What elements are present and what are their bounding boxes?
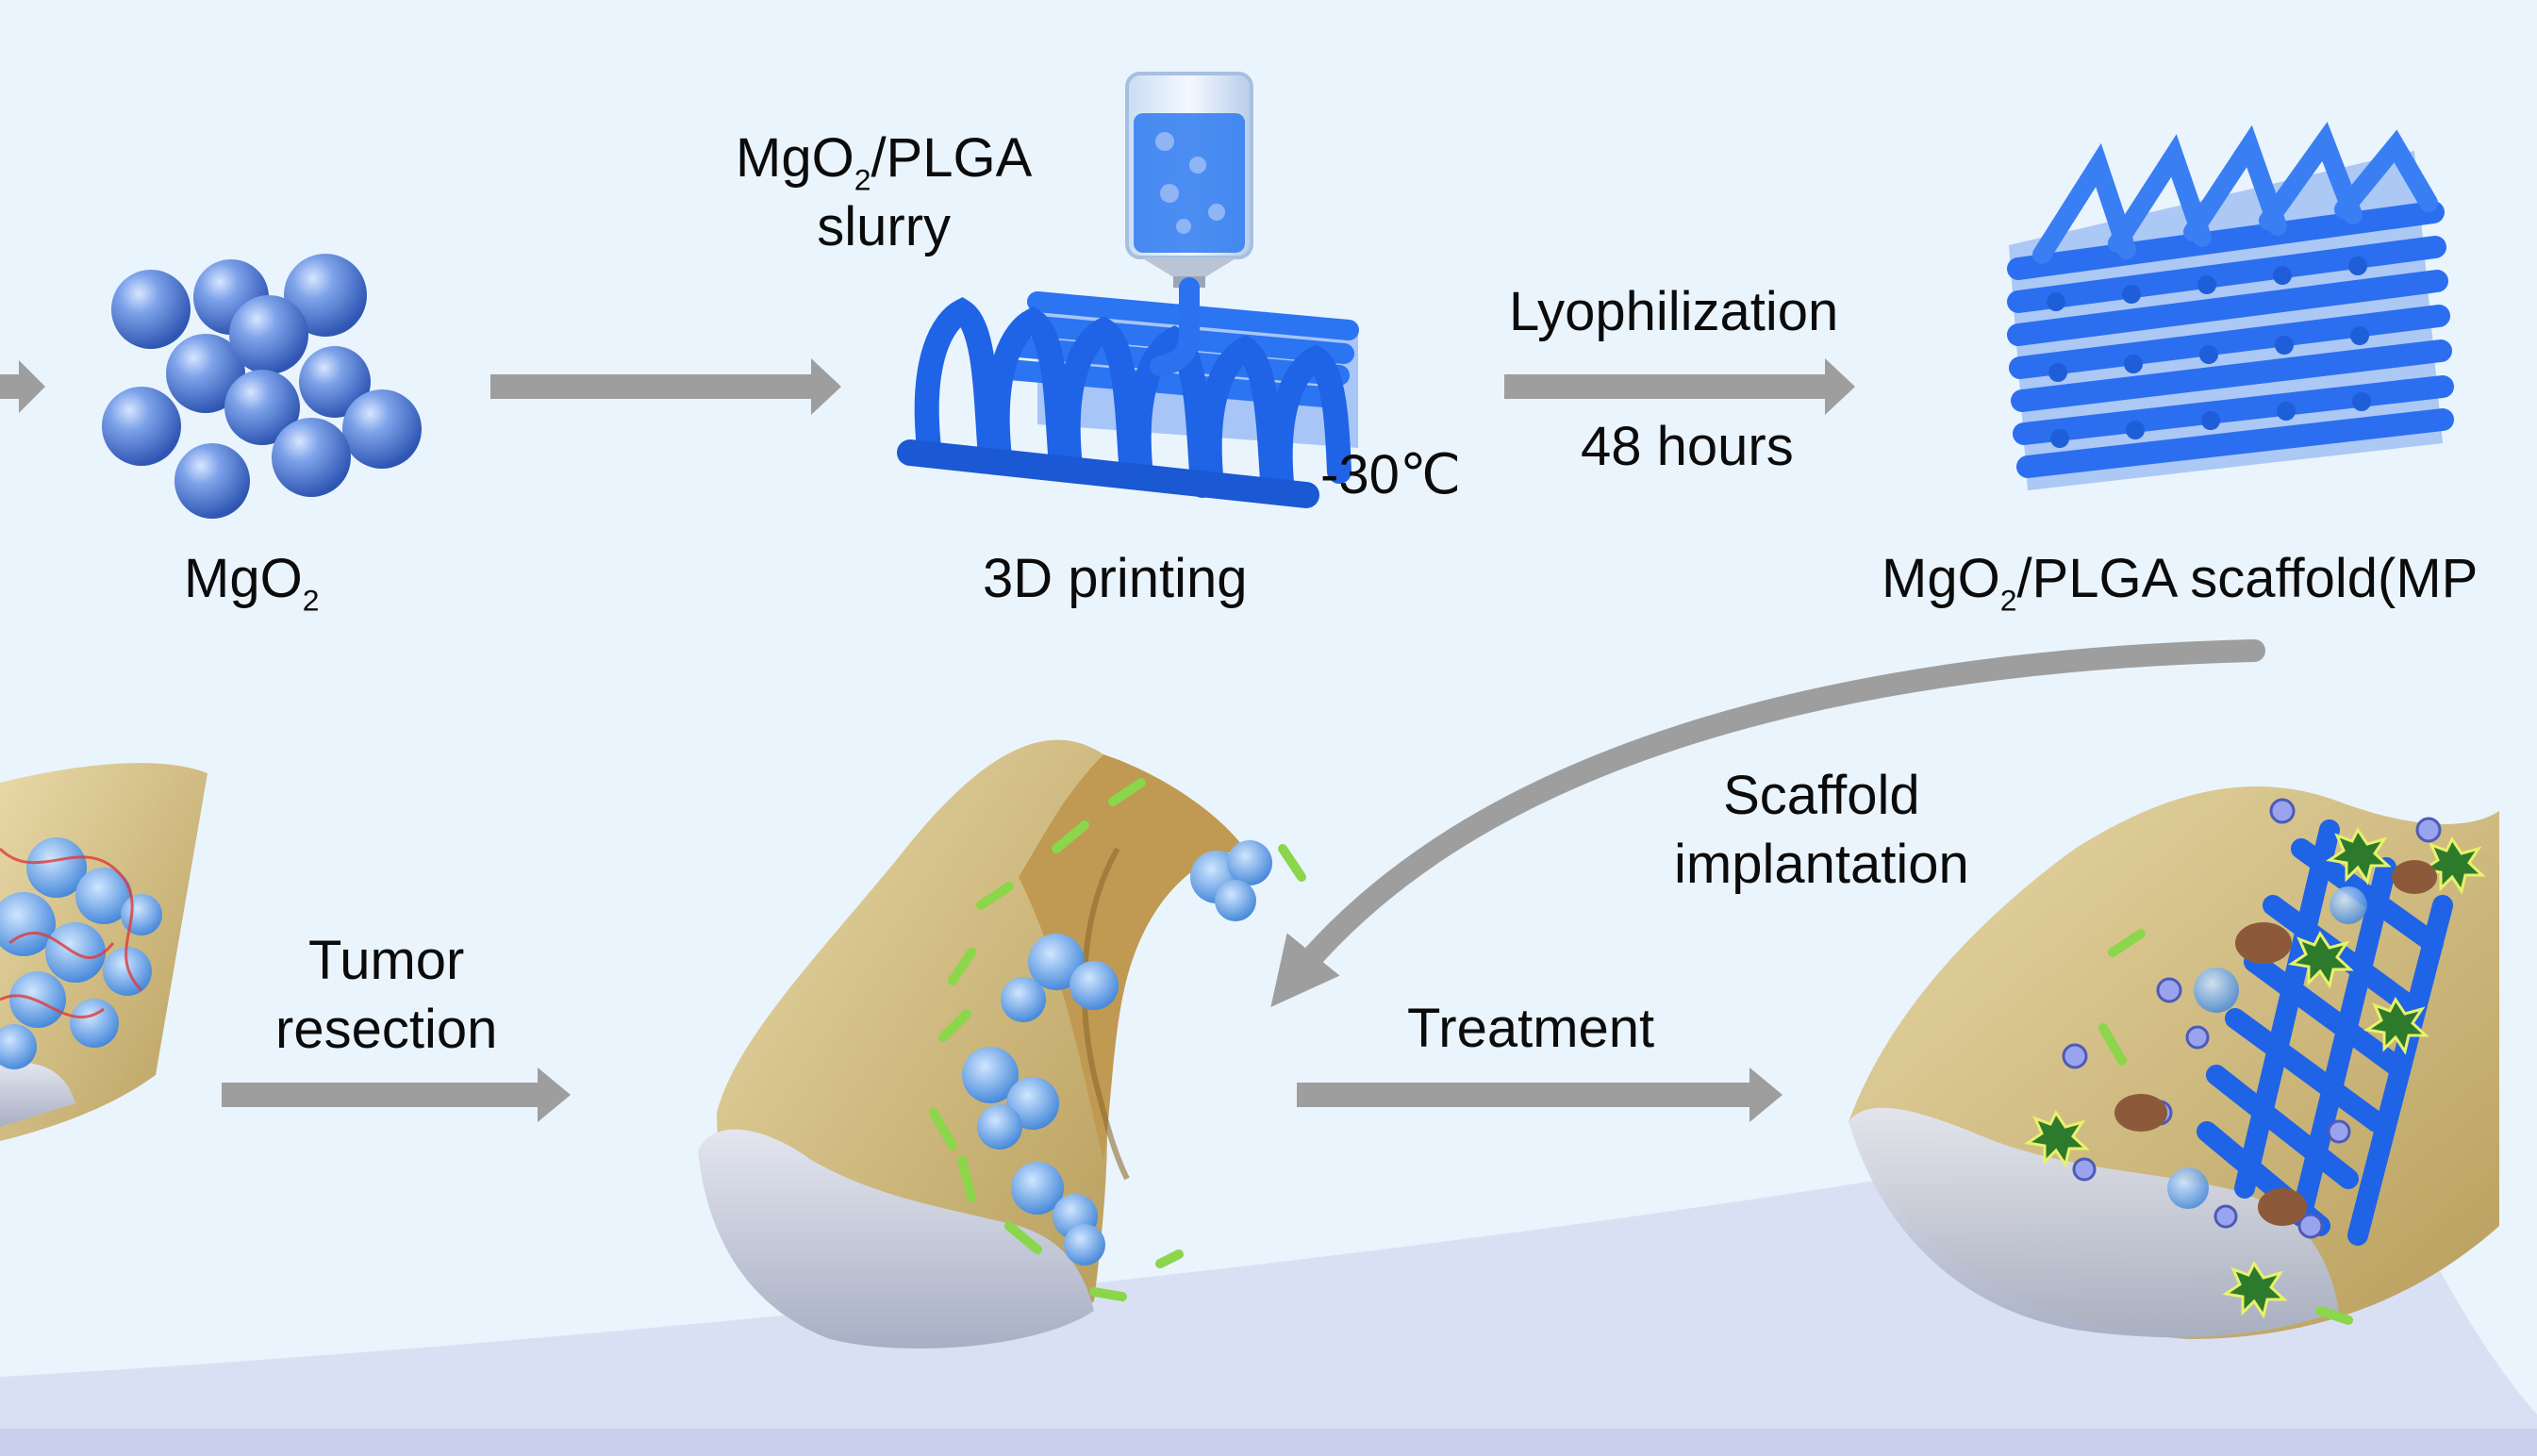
label-scaffold-implantation: Scaffold implantation: [1674, 762, 1969, 899]
arrow-resection: [222, 1067, 571, 1122]
label-slurry-line2: slurry: [817, 195, 952, 257]
process-arrows: [0, 358, 2265, 1122]
bone-after-resection: [698, 739, 1306, 1348]
bone-with-scaffold: [1849, 786, 2499, 1339]
label-treatment: Treatment: [1407, 998, 1655, 1059]
background-wave-bottom: [0, 1429, 2537, 1456]
printing-nozzle: [1125, 72, 1253, 376]
label-tumor-resection: Tumor resection: [275, 927, 497, 1064]
arrow-implantation: [1270, 639, 2265, 1007]
arrow-lyophilization: [1504, 358, 1855, 415]
mgo2-particles: [102, 254, 422, 519]
bone-with-tumor: [0, 763, 207, 1141]
label-implantation-line1: Scaffold: [1723, 765, 1920, 826]
label-slurry-line1: MgO2/PLGA: [736, 127, 1033, 197]
stacked-scaffold: [2007, 122, 2454, 490]
label-temperature: -30℃: [1320, 444, 1461, 505]
label-48-hours: 48 hours: [1581, 416, 1794, 477]
arrow-to-printing: [490, 358, 841, 415]
label-mgo2: MgO2: [184, 548, 320, 618]
label-resection-line2: resection: [275, 998, 498, 1060]
label-slurry: MgO2/PLGA slurry: [736, 124, 1032, 261]
label-3d-printing: 3D printing: [983, 548, 1248, 609]
label-implantation-line2: implantation: [1674, 833, 1969, 895]
label-resection-line1: Tumor: [307, 930, 465, 991]
printing-scaffold-base: [897, 291, 1359, 508]
arrow-intro: [0, 360, 45, 413]
label-lyophilization: Lyophilization: [1509, 281, 1839, 342]
arrow-treatment: [1297, 1067, 1783, 1122]
label-scaffold: MgO2/PLGA scaffold(MP: [1882, 548, 2479, 618]
